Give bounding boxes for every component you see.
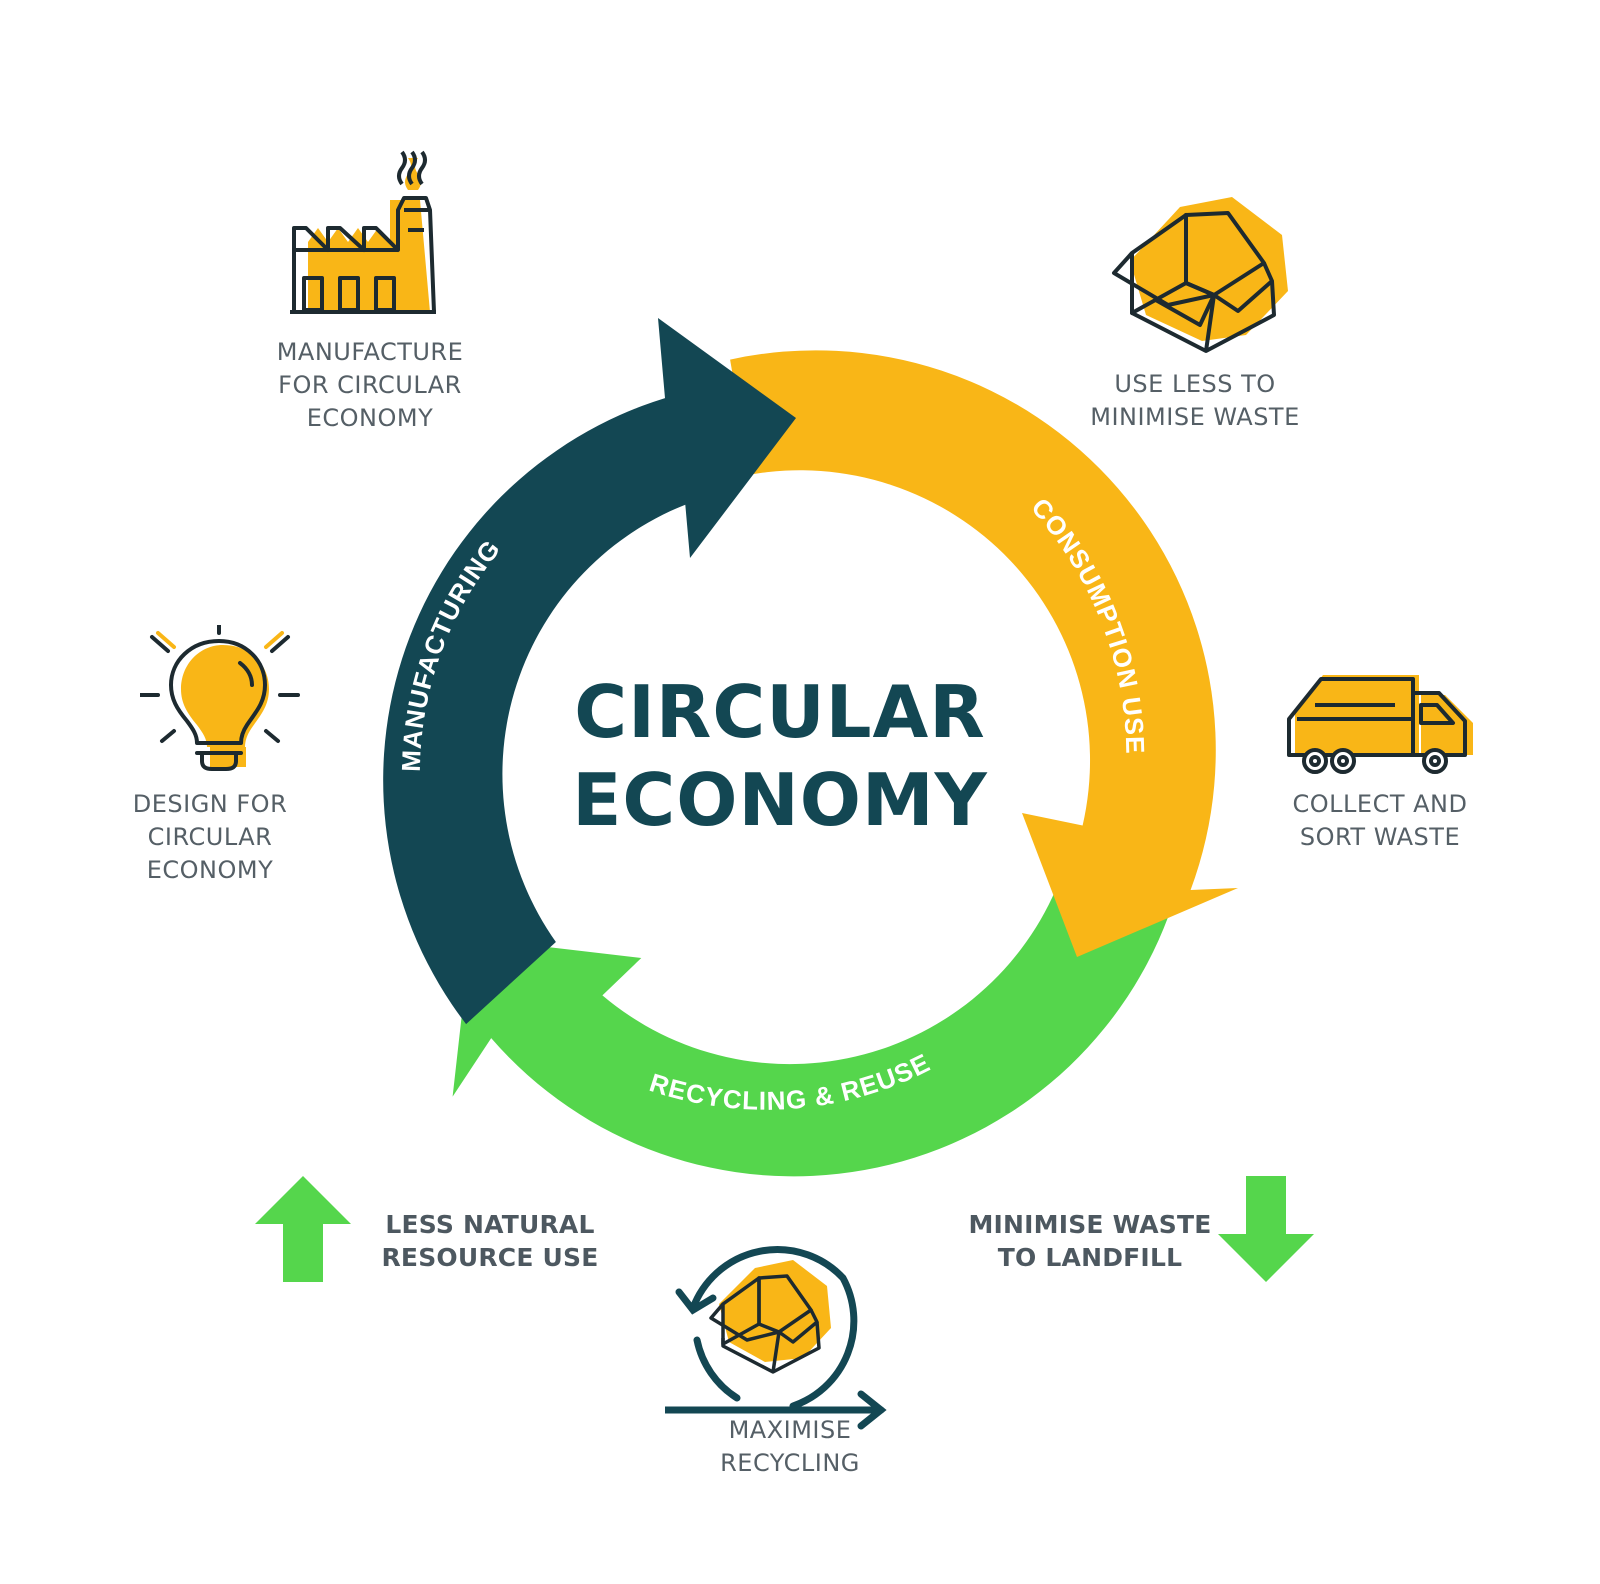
label-minimise-landfill: MINIMISE WASTE TO LANDFILL <box>950 1208 1230 1274</box>
label-collect-line-2: SORT WASTE <box>1299 823 1461 851</box>
manufacturing-segment <box>383 318 796 1025</box>
label-manufacture: MANUFACTURE FOR CIRCULAR ECONOMY <box>230 336 510 435</box>
label-maximise-recycling: MAXIMISE RECYCLING <box>650 1414 930 1480</box>
label-design-line-2: CIRCULAR <box>147 823 273 851</box>
label-less-resource: LESS NATURAL RESOURCE USE <box>350 1208 630 1274</box>
lightbulb-icon <box>138 611 300 775</box>
label-use-less-line-2: MINIMISE WASTE <box>1090 403 1300 431</box>
page-title: CIRCULAR ECONOMY <box>560 668 1000 844</box>
factory-icon <box>290 150 460 325</box>
title-line-2: ECONOMY <box>572 758 988 842</box>
label-collect-line-1: COLLECT AND <box>1292 790 1468 818</box>
label-manufacture-line-2: FOR CIRCULAR <box>278 371 462 399</box>
open-box-icon <box>1110 195 1300 355</box>
garbage-truck-icon <box>1285 675 1475 775</box>
label-design-line-1: DESIGN FOR <box>132 790 288 818</box>
arrow-down-icon <box>1216 1176 1316 1286</box>
label-design-line-3: ECONOMY <box>146 856 274 884</box>
label-less-resource-line-1: LESS NATURAL <box>385 1210 595 1239</box>
recycling-segment <box>452 872 1169 1177</box>
arrow-up-icon <box>255 1176 355 1286</box>
title-line-1: CIRCULAR <box>574 670 986 754</box>
label-design: DESIGN FOR CIRCULAR ECONOMY <box>80 788 340 887</box>
label-use-less-line-1: USE LESS TO <box>1114 370 1276 398</box>
label-manufacture-line-1: MANUFACTURE <box>276 338 464 366</box>
label-minimise-landfill-line-1: MINIMISE WASTE <box>968 1210 1212 1239</box>
label-minimise-landfill-line-2: TO LANDFILL <box>997 1243 1183 1272</box>
label-collect: COLLECT AND SORT WASTE <box>1240 788 1520 854</box>
label-less-resource-line-2: RESOURCE USE <box>381 1243 599 1272</box>
label-maximise-recycling-line-1: MAXIMISE <box>728 1416 852 1444</box>
consumption-segment <box>730 350 1238 957</box>
label-manufacture-line-3: ECONOMY <box>306 404 434 432</box>
recycle-box-icon <box>661 1230 905 1430</box>
label-maximise-recycling-line-2: RECYCLING <box>720 1449 860 1477</box>
label-use-less: USE LESS TO MINIMISE WASTE <box>1050 368 1340 434</box>
